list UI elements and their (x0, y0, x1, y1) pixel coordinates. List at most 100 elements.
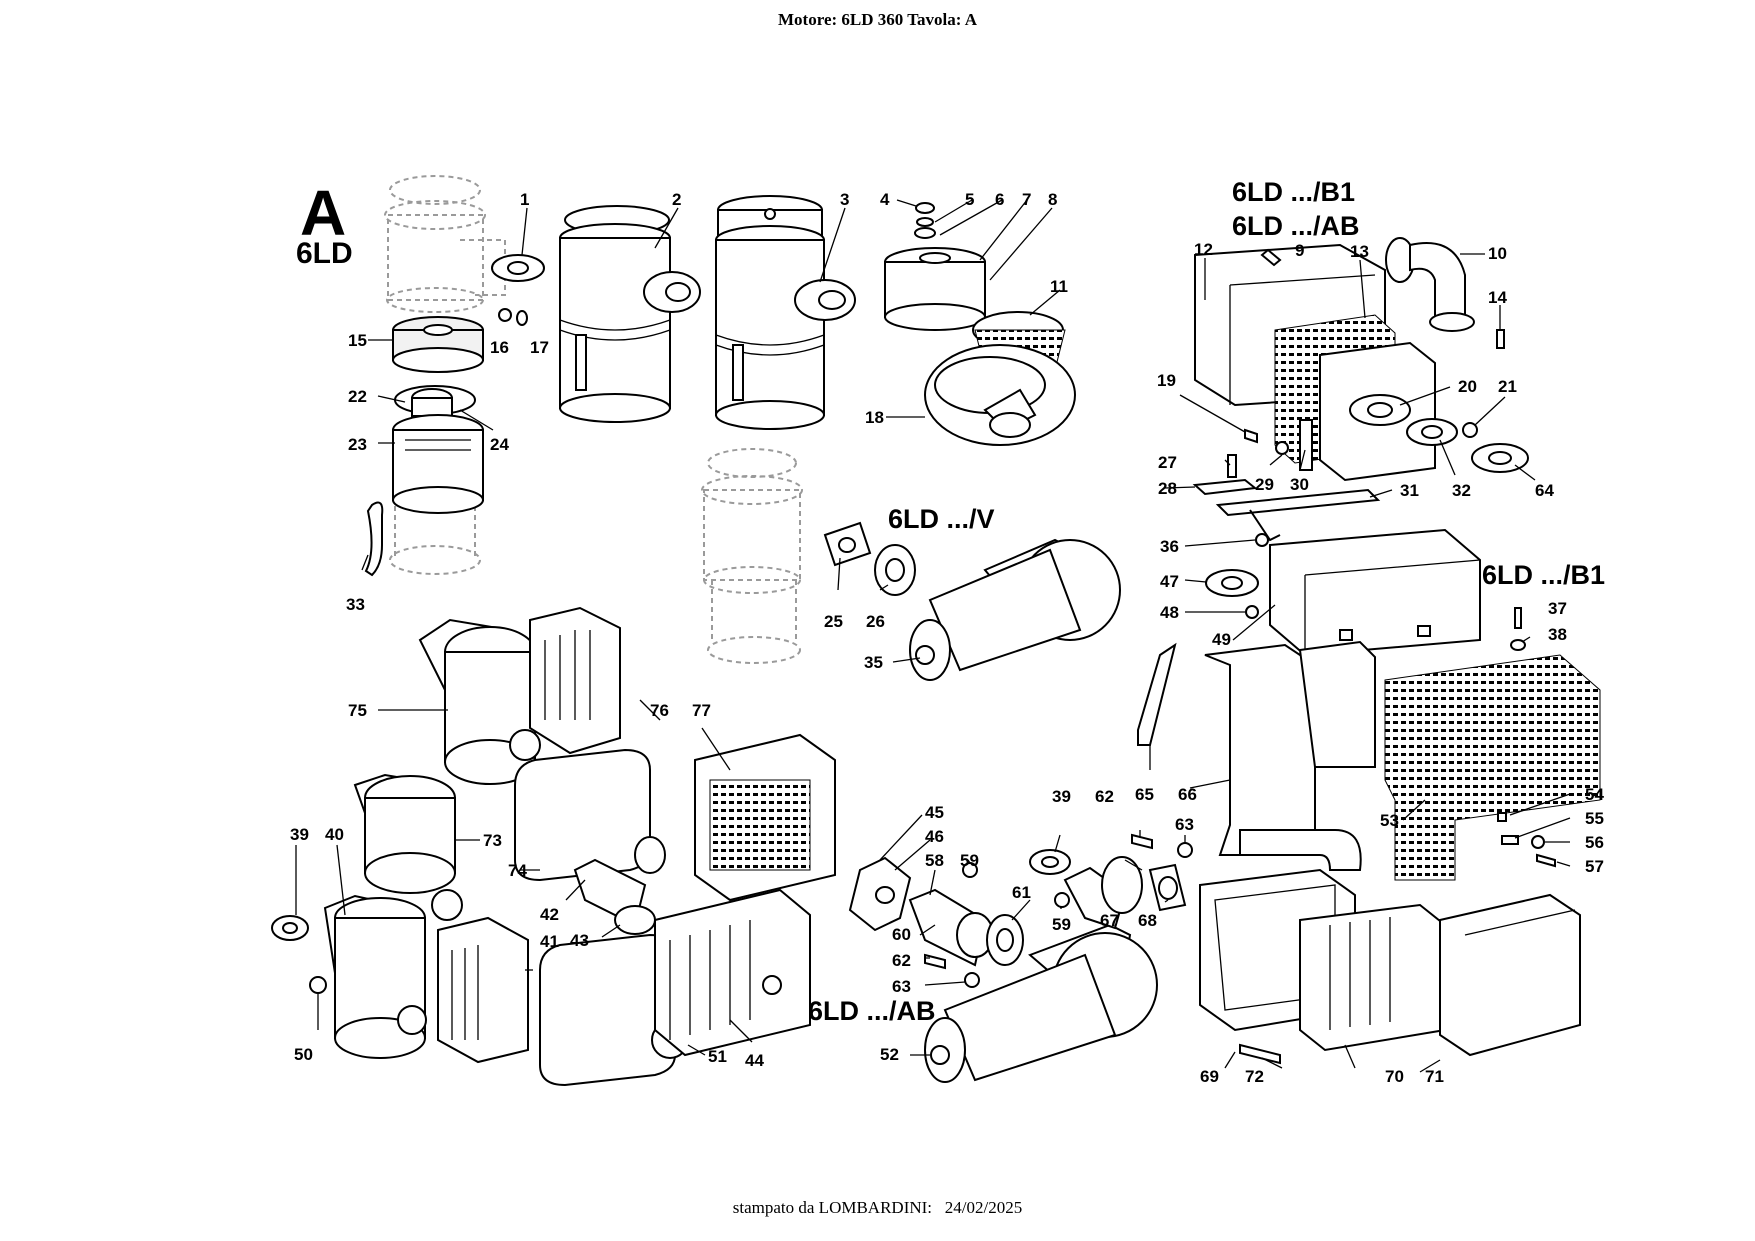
callout-9: 9 (1295, 241, 1304, 260)
callout-44: 44 (745, 1051, 764, 1070)
callout-61: 61 (1012, 883, 1031, 902)
variant-label-v: 6LD .../V (888, 504, 995, 534)
callout-21: 21 (1498, 377, 1517, 396)
callout-30: 30 (1290, 475, 1309, 494)
callout-64: 64 (1535, 481, 1554, 500)
callout-56: 56 (1585, 833, 1604, 852)
callout-62: 62 (892, 951, 911, 970)
nut-21 (1462, 422, 1478, 438)
callout-4: 4 (880, 190, 890, 209)
gasket-64 (1471, 443, 1529, 473)
callout-37: 37 (1548, 599, 1567, 618)
callout-53: 53 (1380, 811, 1399, 830)
bracket-31 (1215, 488, 1381, 542)
printed-by: stampato da LOMBARDINI: (732, 1198, 933, 1217)
guard-76 (529, 606, 621, 755)
callout-19: 19 (1157, 371, 1176, 390)
callout-16: 16 (490, 338, 509, 357)
callout-23: 23 (348, 435, 367, 454)
variant-label-ab-top: 6LD .../AB (1232, 211, 1360, 241)
callout-27: 27 (1158, 453, 1177, 472)
base-plate-20 (1319, 341, 1436, 482)
duct-66 (1204, 640, 1376, 871)
callout-17: 17 (530, 338, 549, 357)
callout-76: 76 (650, 701, 669, 720)
washer-17 (516, 310, 528, 326)
seal-ring-22-24 (394, 385, 476, 417)
callout-49: 49 (1212, 630, 1231, 649)
plate-model: 6LD (296, 237, 353, 270)
callout-65: 65 (1135, 785, 1154, 804)
callout-26: 26 (866, 612, 885, 631)
callout-51: 51 (708, 1047, 727, 1066)
callout-57: 57 (1585, 857, 1604, 876)
bolt-62-63-upper (1131, 833, 1193, 858)
gasket-1 (491, 254, 545, 282)
gasket-39-right (1029, 849, 1071, 875)
callout-25: 25 (824, 612, 843, 631)
air-cleaner-housing-3 (715, 195, 856, 430)
callout-labels: 1 2 3 4 5 6 7 8 9 10 11 12 13 14 15 16 1… (290, 190, 1604, 1086)
callout-77: 77 (692, 701, 711, 720)
muffler-box-70 (1299, 903, 1446, 1052)
callout-75: 75 (348, 701, 367, 720)
callout-32: 32 (1452, 481, 1471, 500)
callout-74: 74 (508, 861, 527, 880)
guard-77 (694, 733, 836, 902)
callout-40: 40 (325, 825, 344, 844)
callout-3: 3 (840, 190, 849, 209)
gasket-26 (874, 544, 916, 596)
nut-36 (1255, 533, 1269, 547)
callout-15: 15 (348, 331, 367, 350)
flange-58-60 (908, 888, 994, 967)
callout-50: 50 (294, 1045, 313, 1064)
flange-42-43 (573, 858, 656, 935)
muffler-40 (323, 894, 427, 1059)
callout-41: 41 (540, 932, 559, 951)
callout-38: 38 (1548, 625, 1567, 644)
callout-12: 12 (1194, 240, 1213, 259)
callout-39: 39 (290, 825, 309, 844)
callout-5: 5 (965, 190, 974, 209)
callout-60: 60 (892, 925, 911, 944)
callout-35: 35 (864, 653, 883, 672)
callout-48: 48 (1160, 603, 1179, 622)
nut-48 (1245, 605, 1259, 619)
callout-52: 52 (880, 1045, 899, 1064)
callout-70: 70 (1385, 1067, 1404, 1086)
callout-39-right: 39 (1052, 787, 1071, 806)
callout-42: 42 (540, 905, 559, 924)
filter-element-15 (392, 316, 484, 373)
callout-36: 36 (1160, 537, 1179, 556)
gasket-32 (1406, 418, 1458, 446)
callout-31: 31 (1400, 481, 1419, 500)
callout-8: 8 (1048, 190, 1057, 209)
callout-6: 6 (995, 190, 1004, 209)
cyclone-housing-18 (924, 344, 1076, 446)
callout-66: 66 (1178, 785, 1197, 804)
callout-29: 29 (1255, 475, 1274, 494)
callout-63: 63 (892, 977, 911, 996)
callout-13: 13 (1350, 242, 1369, 261)
callout-7: 7 (1022, 190, 1031, 209)
variant-label-b1-top: 6LD .../B1 (1232, 177, 1355, 207)
muffler-35 (909, 538, 1121, 681)
nut-59-right (1054, 892, 1070, 908)
gasket-47 (1205, 569, 1259, 597)
gasket-61 (986, 914, 1024, 966)
fasteners-19-29 (1227, 428, 1289, 478)
callout-59: 59 (960, 851, 979, 870)
callout-22: 22 (348, 387, 367, 406)
callout-10: 10 (1488, 244, 1507, 263)
callout-71: 71 (1425, 1067, 1444, 1086)
cover-parts-4-7 (884, 202, 986, 331)
callout-69: 69 (1200, 1067, 1219, 1086)
callout-24: 24 (490, 435, 509, 454)
callout-46: 46 (925, 827, 944, 846)
gasket-25 (823, 521, 872, 567)
callout-20: 20 (1458, 377, 1477, 396)
muffler-73 (353, 773, 463, 921)
callout-11: 11 (1050, 277, 1068, 296)
screw-14 (1496, 329, 1505, 349)
muffler-75 (418, 618, 541, 785)
